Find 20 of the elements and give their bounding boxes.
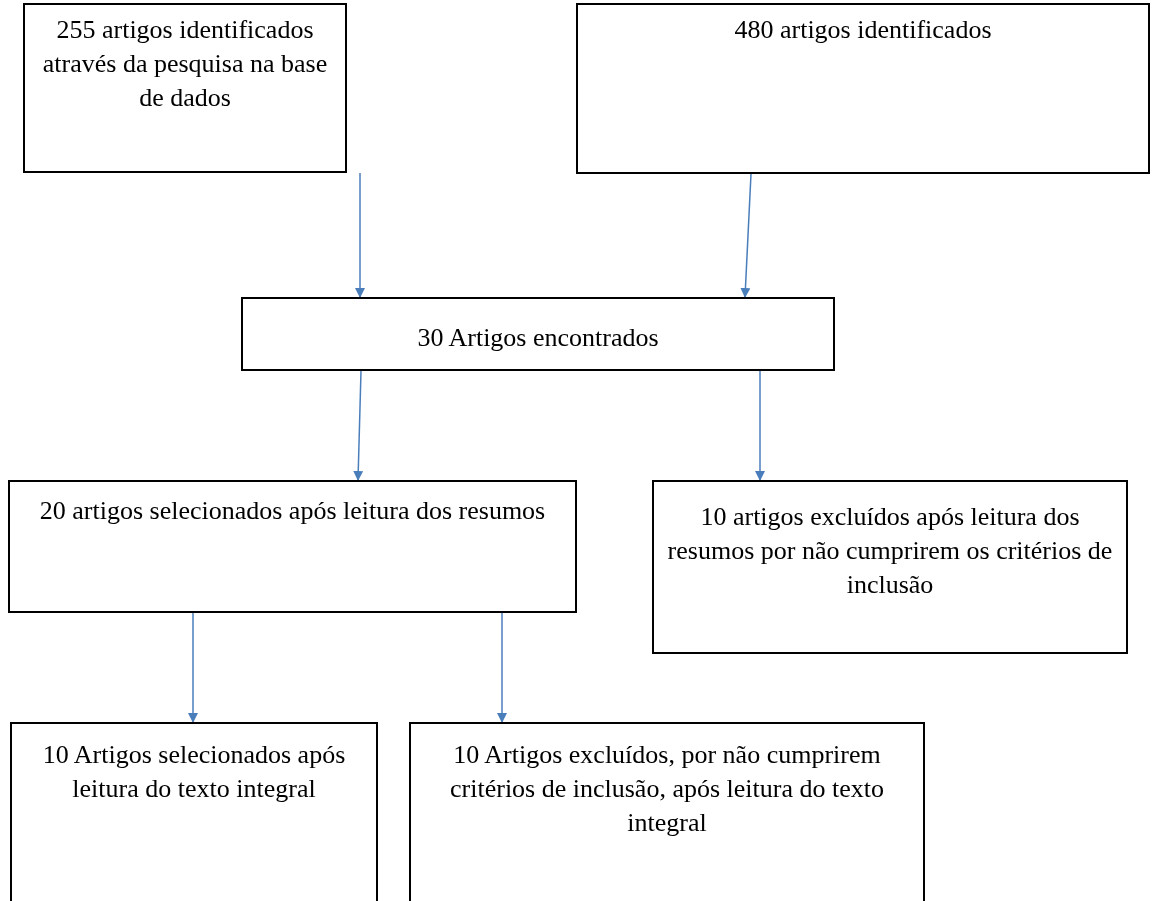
process-box bbox=[409, 722, 925, 901]
process-box bbox=[652, 480, 1128, 654]
box-text: 10 Artigos selecionados após leitura do texto integral bbox=[41, 739, 347, 805]
arrow bbox=[353, 370, 364, 481]
arrow bbox=[497, 612, 507, 723]
arrow bbox=[188, 612, 198, 723]
process-box bbox=[8, 480, 577, 613]
arrow bbox=[355, 172, 365, 298]
box-text: 255 artigos identificados através da pesquisa na base de dados bbox=[41, 14, 329, 114]
process-box bbox=[241, 297, 835, 371]
arrow bbox=[740, 173, 752, 298]
box-text: 30 Artigos encontrados bbox=[417, 322, 659, 354]
process-box bbox=[10, 722, 378, 901]
box-text: 10 artigos excluídos após leitura dos resumos por não cumprirem os critérios de inclusão bbox=[666, 501, 1114, 601]
arrow bbox=[755, 370, 765, 481]
process-box bbox=[23, 3, 347, 173]
box-text: 20 artigos selecionados após leitura dos resumos bbox=[39, 495, 546, 527]
box-text: 10 Artigos excluídos, por não cumprirem critérios de inclusão, após leitura do texto integral bbox=[449, 739, 885, 839]
process-box bbox=[576, 3, 1150, 174]
box-text: 480 artigos identificados bbox=[734, 14, 992, 46]
